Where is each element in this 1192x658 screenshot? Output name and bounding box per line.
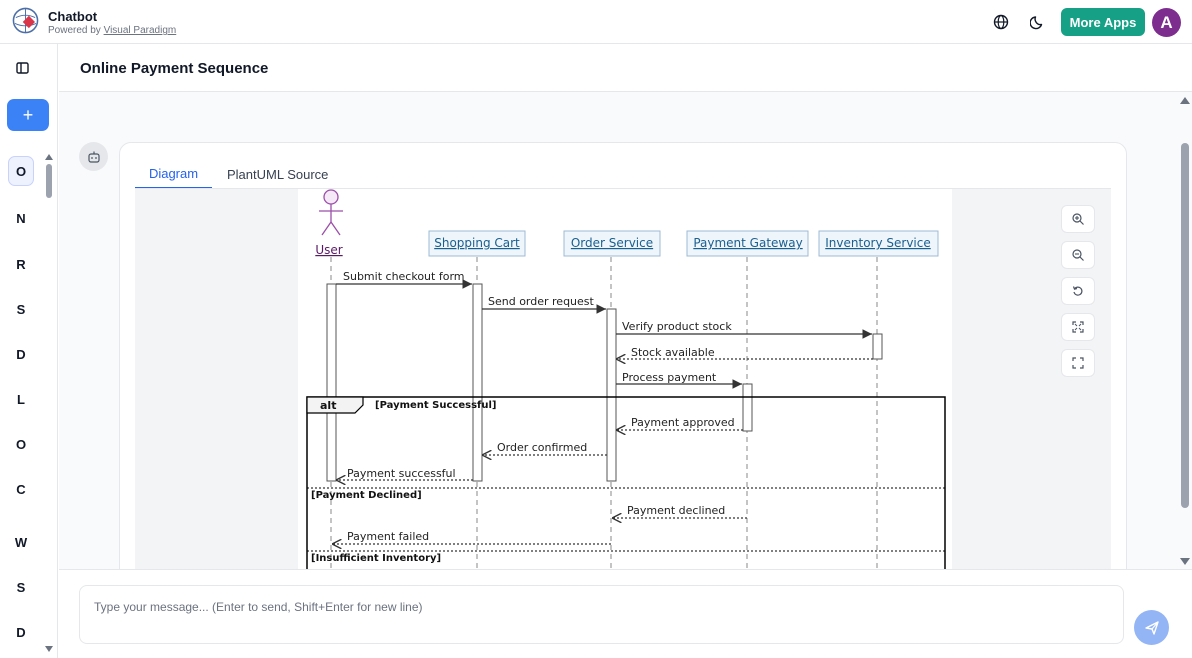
message-send-order: Send order request [488, 295, 595, 308]
conversation-item[interactable]: O [8, 156, 34, 186]
conversation-item[interactable]: C [16, 481, 26, 497]
dark-mode-moon-icon[interactable] [1027, 11, 1049, 33]
tab-divider [135, 188, 1111, 189]
zoom-out-icon [1072, 249, 1084, 261]
message-process-payment: Process payment [622, 371, 717, 384]
scroll-down-arrow-icon[interactable] [45, 646, 53, 652]
fullscreen-button[interactable] [1061, 349, 1095, 377]
message-verify-stock: Verify product stock [622, 320, 732, 333]
conversation-item[interactable]: W [14, 534, 28, 550]
main-scrollbar[interactable] [1177, 92, 1192, 569]
participant-user: User [315, 243, 342, 257]
new-chat-button[interactable]: + [7, 99, 49, 131]
participant-inventory-service: Inventory Service [825, 236, 930, 250]
fragment-alt-keyword: alt [320, 399, 336, 412]
reset-zoom-button[interactable] [1061, 277, 1095, 305]
diagram-card: Diagram PlantUML Source [119, 142, 1127, 569]
visual-paradigm-link[interactable]: Visual Paradigm [103, 25, 177, 36]
conversation-item[interactable]: D [16, 624, 26, 640]
user-avatar[interactable]: A [1152, 8, 1181, 37]
scroll-thumb[interactable] [1181, 143, 1189, 508]
participant-shopping-cart: Shopping Cart [434, 236, 520, 250]
message-stock-available: Stock available [631, 346, 715, 359]
sidebar-scrollbar[interactable] [45, 154, 53, 654]
send-icon [1144, 620, 1159, 635]
message-order-confirmed: Order confirmed [497, 441, 587, 454]
participant-order-service: Order Service [571, 236, 653, 250]
reset-icon [1072, 286, 1083, 296]
conversation-item[interactable]: L [17, 391, 25, 407]
conversation-item[interactable]: S [16, 579, 26, 595]
page-header: Online Payment Sequence [59, 44, 1192, 92]
more-apps-button[interactable]: More Apps [1061, 8, 1145, 36]
visual-paradigm-logo-icon [12, 7, 39, 34]
tab-plantuml-source[interactable]: PlantUML Source [227, 166, 329, 182]
fit-to-screen-button[interactable] [1061, 313, 1095, 341]
fullscreen-icon [1072, 357, 1084, 369]
zoom-in-button[interactable] [1061, 205, 1095, 233]
powered-by: Powered by Visual Paradigm [48, 25, 176, 36]
sidebar: + O N R S D L O C W S D [0, 44, 58, 658]
scroll-up-arrow-icon[interactable] [45, 154, 53, 160]
fragment-guard-insufficient: [Insufficient Inventory] [311, 553, 441, 564]
fragment-guard-successful: [Payment Successful] [375, 400, 497, 411]
sidebar-toggle-icon[interactable] [13, 58, 33, 78]
app-title: Chatbot [48, 9, 98, 24]
message-composer [59, 569, 1192, 658]
scroll-down-arrow-icon[interactable] [1180, 558, 1190, 565]
tab-diagram[interactable]: Diagram [135, 159, 212, 189]
top-bar: Chatbot Powered by Visual Paradigm More … [0, 0, 1192, 44]
conversation-item[interactable]: N [16, 210, 26, 226]
chat-content: Diagram PlantUML Source [59, 92, 1192, 569]
message-payment-declined: Payment declined [627, 504, 725, 517]
bot-avatar-icon [79, 142, 108, 171]
zoom-out-button[interactable] [1061, 241, 1095, 269]
participant-payment-gateway: Payment Gateway [693, 236, 802, 250]
zoom-in-icon [1072, 213, 1084, 225]
conversation-item[interactable]: R [16, 256, 26, 272]
diagram-viewport[interactable]: User Shopping Cart Order Service Payment… [135, 189, 1111, 569]
sequence-diagram: User Shopping Cart Order Service Payment… [298, 189, 952, 569]
message-payment-failed: Payment failed [347, 530, 429, 543]
send-button[interactable] [1134, 610, 1169, 645]
conversation-item[interactable]: S [16, 301, 26, 317]
fit-icon [1072, 321, 1084, 333]
language-globe-icon[interactable] [990, 11, 1012, 33]
message-payment-successful: Payment successful [347, 467, 456, 480]
message-submit-checkout: Submit checkout form [343, 270, 465, 283]
fragment-guard-declined: [Payment Declined] [311, 490, 422, 501]
scroll-up-arrow-icon[interactable] [1180, 97, 1190, 104]
message-payment-approved: Payment approved [631, 416, 735, 429]
message-input[interactable] [79, 585, 1124, 644]
scroll-thumb[interactable] [46, 164, 52, 198]
actor-user-icon [319, 189, 343, 236]
conversation-item[interactable]: O [15, 436, 27, 452]
page-title: Online Payment Sequence [80, 60, 269, 77]
conversation-item[interactable]: D [16, 346, 26, 362]
powered-prefix: Powered by [48, 25, 104, 36]
